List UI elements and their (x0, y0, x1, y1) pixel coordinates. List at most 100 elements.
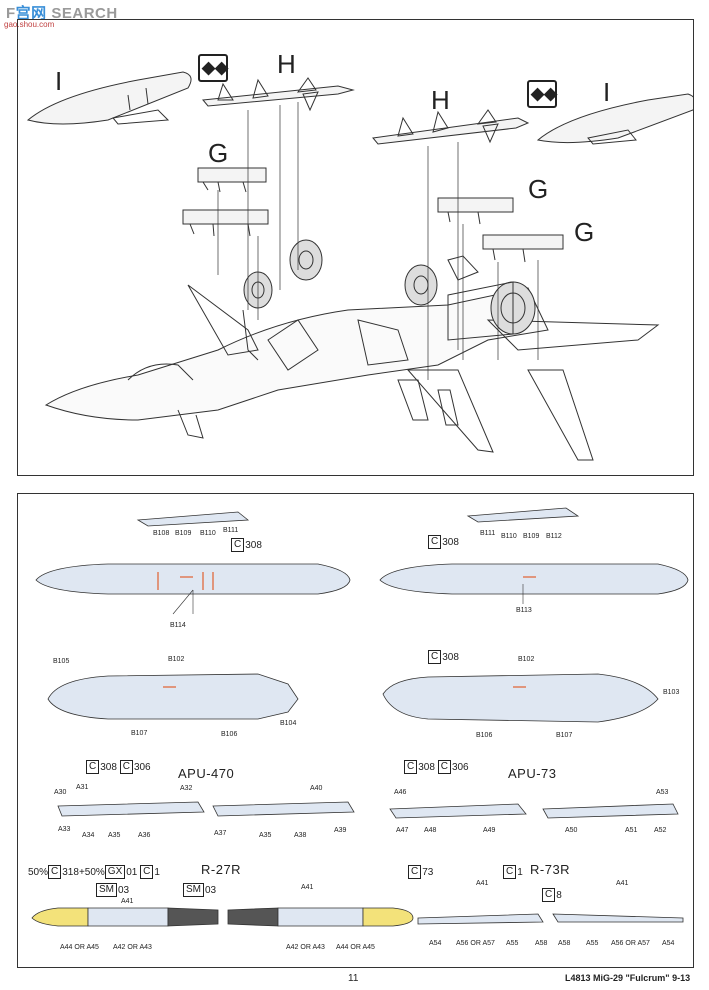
watermark-url: gao.shou.com (4, 20, 55, 29)
part-A42-A43-r: A42 OR A43 (286, 944, 325, 951)
code-box: C (404, 760, 418, 774)
code-value: 1 (517, 866, 523, 878)
part-B106-r: B106 (476, 732, 493, 739)
code-box: GX (104, 865, 126, 879)
label-G-1: G (208, 138, 229, 168)
part-A35-r: A35 (259, 832, 272, 839)
label-H-left: H (277, 49, 296, 79)
code-value: 308 (418, 761, 435, 773)
code-value: 318 (62, 866, 79, 878)
mix-percent-2: +50% (78, 866, 105, 878)
part-A54-l: A54 (429, 940, 442, 947)
code-value: 03 (118, 884, 130, 896)
part-B111-r: B111 (480, 530, 496, 537)
watermark-cn: 宫网 (15, 5, 47, 22)
code-value: 73 (422, 866, 434, 878)
part-A33: A33 (58, 826, 71, 833)
label-G-3: G (574, 217, 595, 247)
part-A41-r: A41 (301, 884, 314, 891)
part-B112: B112 (546, 533, 562, 540)
part-A39: A39 (334, 827, 347, 834)
part-B111: B111 (223, 527, 239, 534)
part-A31: A31 (76, 784, 89, 791)
code-box: C (86, 760, 100, 774)
part-A52: A52 (654, 827, 667, 834)
part-A41-73l: A41 (476, 880, 489, 887)
part-A35: A35 (108, 832, 121, 839)
part-B113: B113 (516, 607, 532, 614)
part-A56-A57-l: A56 OR A57 (456, 940, 495, 947)
r73r-title: R-73R (530, 862, 571, 877)
code-value: 306 (451, 761, 469, 773)
part-A53: A53 (656, 789, 669, 796)
part-A36: A36 (138, 832, 151, 839)
label-H-right: H (431, 85, 450, 115)
part-A30: A30 (54, 789, 67, 796)
part-A41-73r: A41 (616, 880, 629, 887)
part-B102-r: B102 (518, 656, 535, 663)
parts-drawing (31, 507, 689, 927)
watermark-brand: SEARCH (51, 5, 118, 22)
part-B114: B114 (170, 622, 186, 629)
part-A50: A50 (565, 827, 578, 834)
code-box: C (428, 535, 442, 549)
code-box: C (503, 865, 517, 879)
code-value: 308 (442, 651, 459, 663)
part-B104: B104 (280, 720, 297, 727)
part-B105: B105 (53, 658, 70, 665)
code-box: C (408, 865, 422, 879)
part-A54-r: A54 (662, 940, 675, 947)
code-box: C (119, 760, 133, 774)
code-value: 8 (556, 889, 562, 901)
label-I-left: I (55, 66, 63, 96)
part-A47: A47 (396, 827, 409, 834)
part-A49: A49 (483, 827, 496, 834)
code-value: 03 (205, 884, 217, 896)
part-A55-l: A55 (506, 940, 519, 947)
part-A42-A43-l: A42 OR A43 (113, 944, 152, 951)
r27r-title: R-27R (201, 862, 242, 877)
part-A58-r: A58 (558, 940, 571, 947)
code-box: C (542, 888, 556, 902)
swap-icon-left: ◆◆ (198, 54, 228, 82)
code-box: C (140, 865, 154, 879)
code-box: C (48, 865, 62, 879)
part-A58-l: A58 (535, 940, 548, 947)
part-A32: A32 (180, 785, 193, 792)
watermark-prefix: F (6, 5, 16, 22)
code-box: SM (96, 883, 117, 897)
apu470-title: APU-470 (178, 766, 235, 781)
part-B102: B102 (168, 656, 185, 663)
page-number: 11 (348, 973, 359, 984)
part-A48: A48 (424, 827, 437, 834)
part-A51: A51 (625, 827, 638, 834)
part-A34: A34 (82, 832, 95, 839)
assembly-panel-top: I ◆◆ H H ◆◆ I G G G (17, 19, 694, 476)
part-B107: B107 (131, 730, 148, 737)
code-box: C (428, 650, 442, 664)
swap-icon-right: ◆◆ (527, 80, 557, 108)
part-B110-r: B110 (501, 533, 517, 540)
code-box: C (437, 760, 451, 774)
part-A46: A46 (394, 789, 407, 796)
part-A38: A38 (294, 832, 307, 839)
part-A41-l: A41 (121, 898, 134, 905)
part-B109-r: B109 (523, 533, 540, 540)
swap-symbol: ◆◆ (202, 58, 229, 77)
part-B108: B108 (153, 530, 170, 537)
part-A40: A40 (310, 785, 323, 792)
code-value: 308 (100, 761, 117, 773)
code-value: 308 (442, 536, 459, 548)
part-B103: B103 (663, 689, 680, 696)
